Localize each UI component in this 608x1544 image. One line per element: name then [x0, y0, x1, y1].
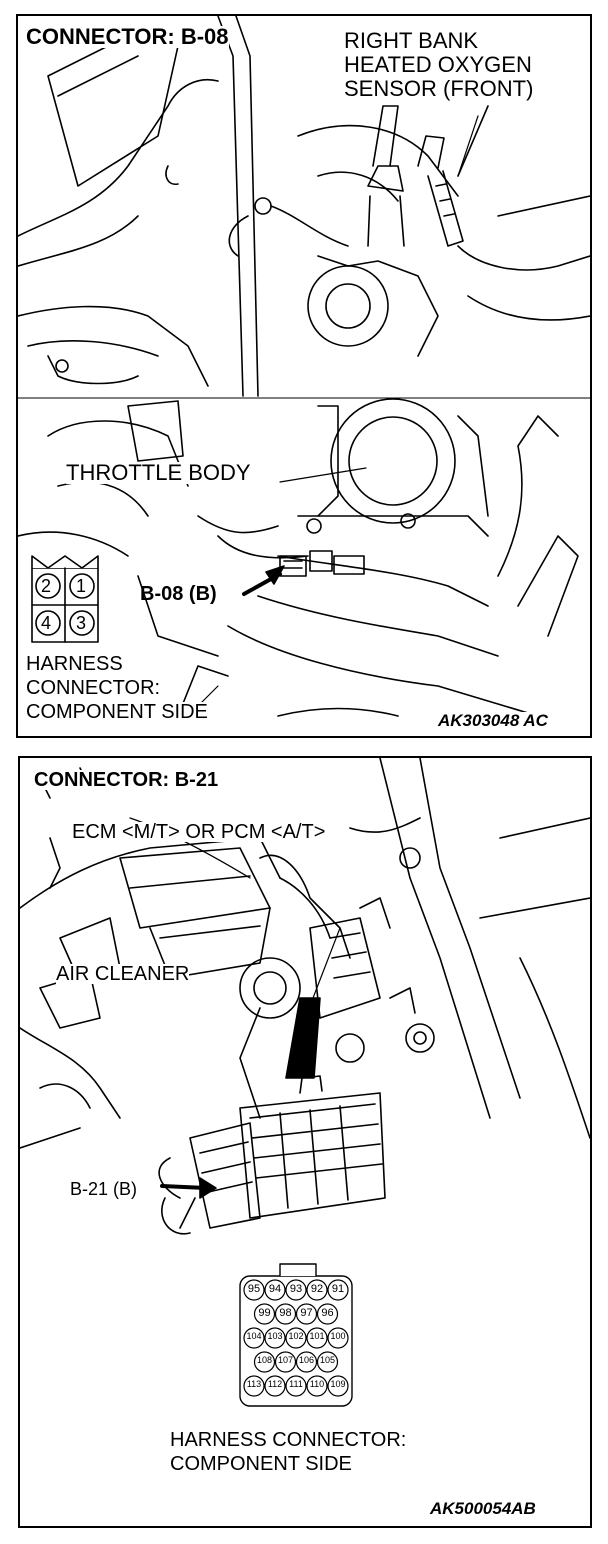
- ecm-location-illustration: [20, 758, 590, 1407]
- b21-pin-number: 111: [289, 1379, 303, 1389]
- b21-pin-number: 102: [288, 1331, 304, 1341]
- b21-harness-label-line-2: COMPONENT SIDE: [170, 1453, 352, 1475]
- b21-pin-number: 96: [321, 1307, 334, 1319]
- b21-pin-98: [274, 1303, 297, 1325]
- throttle-body-label: THROTTLE BODY: [66, 460, 251, 485]
- b21-pin-circles: [243, 1279, 349, 1397]
- b21-pin-number: 103: [267, 1331, 283, 1341]
- b08-pin-3: 3: [76, 613, 87, 633]
- b21-pin-number: 91: [331, 1283, 345, 1295]
- b21-pin-95: [243, 1279, 265, 1301]
- b21-pin-93: [285, 1279, 307, 1301]
- b21-pin-number: 105: [319, 1355, 336, 1365]
- b21-pin-100: [327, 1327, 349, 1349]
- b21-pin-107: [274, 1351, 297, 1373]
- b21-connector-title: CONNECTOR: B-21: [34, 769, 219, 791]
- b21-pin-99: [253, 1303, 276, 1325]
- b08-connector-title: CONNECTOR: B-08: [26, 24, 229, 49]
- sensor-label-line-3: SENSOR (FRONT): [344, 76, 534, 101]
- b21-pin-number: 109: [330, 1379, 346, 1389]
- b21-figure-id: AK500054AB: [430, 1499, 536, 1518]
- b21-pin-number: 106: [298, 1355, 315, 1365]
- b21-pin-108: [253, 1351, 276, 1373]
- b21-pin-92: [306, 1279, 328, 1301]
- b21-pin-number: 110: [309, 1379, 325, 1389]
- b21-pin-111: [285, 1375, 307, 1397]
- b21-pin-number: 92: [310, 1283, 324, 1295]
- b21-pin-104: [243, 1327, 265, 1349]
- b21-pin-number: 99: [258, 1307, 271, 1319]
- b21-pin-110: [306, 1375, 328, 1397]
- b21-pin-101: [306, 1327, 328, 1349]
- b08-figure-id: AK303048 AC: [438, 711, 548, 730]
- b21-pin-number: 97: [300, 1307, 313, 1319]
- b21-pin-number: 98: [279, 1307, 292, 1319]
- b08-pin-diagram: [31, 555, 99, 643]
- b21-pin-number: 101: [309, 1331, 325, 1341]
- b21-pin-number: 100: [330, 1331, 346, 1341]
- connector-b21-panel: 95 94 93 92 91 99 98 97 96 104 103 102 101 100 108 107 1…: [18, 756, 592, 1528]
- b21-pin-number: 95: [247, 1283, 261, 1295]
- b21-pin-91: [327, 1279, 349, 1301]
- b21-pin-102: [285, 1327, 307, 1349]
- ecm-pcm-label: ECM <M/T> OR PCM <A/T>: [72, 821, 326, 843]
- engine-bay-illustration: [18, 16, 590, 717]
- b21-pin-103: [264, 1327, 286, 1349]
- b21-harness-label-line-1: HARNESS CONNECTOR:: [170, 1429, 407, 1451]
- b21-pin-109: [327, 1375, 349, 1397]
- b21-pin-94: [264, 1279, 286, 1301]
- b21-pin-97: [295, 1303, 318, 1325]
- b08-pin-2: 2: [41, 576, 52, 596]
- connector-b08-panel: CONNECTOR: B-08 RIGHT BANK HEATED OXYGEN…: [16, 14, 592, 738]
- b08-harness-label-line-2: CONNECTOR:: [26, 677, 161, 699]
- b21-pin-96: [316, 1303, 339, 1325]
- b21-pin-number: 113: [246, 1379, 262, 1389]
- b21-pin-106: [295, 1351, 318, 1373]
- sensor-label-line-1: RIGHT BANK: [344, 28, 479, 53]
- b08-pin-1: 1: [76, 576, 87, 596]
- b08-connector-callout: B-08 (B): [140, 583, 217, 605]
- b21-pin-number: 108: [256, 1355, 273, 1365]
- b21-pin-113: [243, 1375, 265, 1397]
- b21-pin-number: 93: [289, 1283, 303, 1295]
- b21-pin-number: 94: [268, 1283, 282, 1295]
- b08-harness-label-line-3: COMPONENT SIDE: [26, 701, 208, 723]
- sensor-label-line-2: HEATED OXYGEN: [344, 52, 532, 77]
- b21-connector-callout: B-21 (B): [70, 1179, 138, 1199]
- b21-pin-number: 112: [267, 1379, 283, 1389]
- b21-pin-112: [264, 1375, 286, 1397]
- b08-pin-4: 4: [41, 613, 52, 633]
- b21-pin-number: 107: [277, 1355, 294, 1365]
- b08-harness-label-line-1: HARNESS: [26, 653, 123, 675]
- air-cleaner-label: AIR CLEANER: [56, 963, 190, 985]
- b21-pin-number: 104: [246, 1331, 262, 1341]
- b21-pin-105: [316, 1351, 339, 1373]
